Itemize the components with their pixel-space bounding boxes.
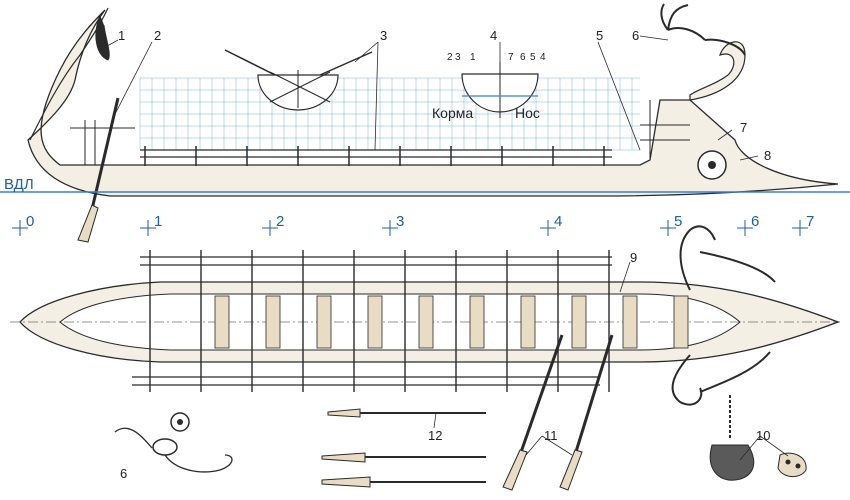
stern-curl (95, 14, 110, 61)
callout-8: 8 (764, 148, 771, 163)
callout-5: 5 (596, 28, 603, 43)
rowing-bench (469, 295, 485, 349)
section-num-5: 5 (530, 52, 536, 63)
outrigger-frame-plan (132, 250, 612, 392)
bow-horns-plan (671, 225, 776, 406)
section-num-6: 6 (520, 52, 526, 63)
rowing-bench (367, 295, 383, 349)
oar-detail-11 (502, 334, 614, 491)
station-label: 5 (674, 213, 682, 230)
measurement-grid (139, 77, 640, 151)
anchor-stone-detail-10 (709, 395, 807, 481)
station-label: 4 (554, 213, 562, 230)
rope-fitting-detail-6 (114, 412, 233, 473)
bow-horns (660, 3, 746, 56)
station-label: 2 (276, 213, 284, 230)
station-label: 3 (396, 213, 404, 230)
bow-ornament (689, 41, 746, 101)
rowing-bench (418, 295, 434, 349)
rowing-bench (673, 295, 689, 349)
rowing-bench (520, 295, 536, 349)
rowing-bench (316, 295, 332, 349)
rowing-bench (265, 295, 281, 349)
outrigger-frame-sketch (224, 49, 373, 111)
bow-rail (640, 100, 690, 160)
station-label: 7 (806, 213, 814, 230)
rowing-bench (622, 295, 638, 349)
section-num-7: 7 (508, 52, 514, 63)
station-label: 0 (26, 213, 34, 230)
waterline-label: ВДЛ (4, 176, 34, 193)
station-axis: 0 1 2 3 4 5 6 7 (12, 213, 814, 236)
section-num-3: 3 (455, 52, 461, 63)
station-label: 6 (751, 213, 759, 230)
callout-leaders (99, 35, 789, 461)
callout-12: 12 (428, 428, 442, 443)
section-num-1: 1 (470, 52, 476, 63)
stern-rail (70, 120, 135, 165)
cross-section-detail: 2 3 1 7 6 5 4 Корма Нос (432, 52, 546, 121)
stern-label: Корма (432, 105, 473, 121)
bow-label: Нос (515, 105, 540, 121)
station-label: 1 (154, 213, 162, 230)
section-num-2: 2 (447, 52, 453, 63)
rowing-bench (214, 295, 230, 349)
callout-4: 4 (490, 28, 497, 43)
callout-9: 9 (630, 250, 637, 265)
outrigger-rail (140, 146, 612, 166)
bow-wheel-hub (708, 161, 716, 169)
oar-detail-12 (321, 408, 486, 488)
callout-6: 6 (632, 28, 639, 43)
callout-2: 2 (154, 28, 161, 43)
rowing-benches (214, 295, 689, 349)
callout-1: 1 (118, 28, 125, 43)
steering-oar-blade (77, 204, 99, 243)
section-num-4: 4 (540, 52, 546, 63)
callout-3: 3 (380, 28, 387, 43)
callout-11: 11 (544, 428, 558, 443)
top-view (10, 225, 840, 406)
callout-10: 10 (756, 428, 770, 443)
rowing-bench (571, 295, 587, 349)
details-row (114, 334, 807, 491)
callout-7: 7 (740, 120, 747, 135)
callout-6-detail: 6 (120, 466, 127, 481)
